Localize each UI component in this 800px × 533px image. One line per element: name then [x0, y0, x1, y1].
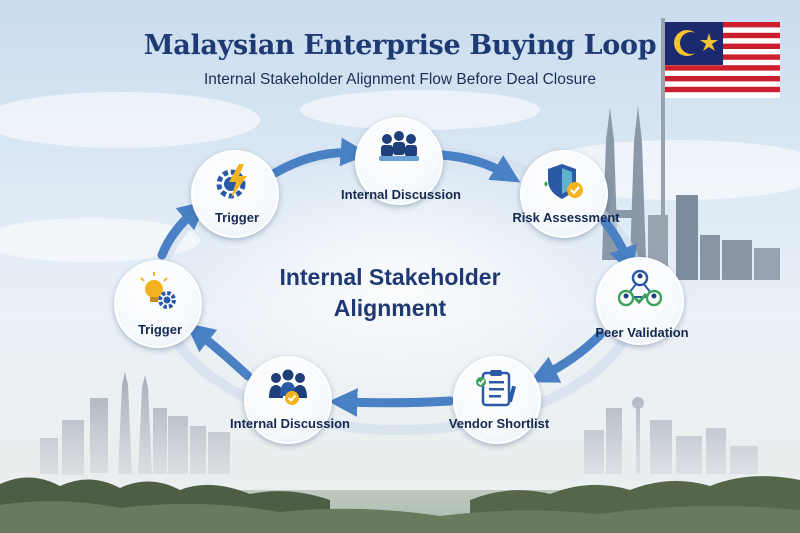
arrow-discussion-to-risk [437, 150, 521, 183]
step-label: Internal Discussion [341, 187, 461, 202]
diagram-subtitle: Internal Stakeholder Alignment Flow Befo… [203, 71, 596, 88]
step-label: Trigger [137, 322, 183, 337]
center-glow [195, 165, 595, 405]
clipboard-checklist-icon [476, 370, 517, 407]
step-internal-discussion-top: Internal Discussion [341, 117, 461, 205]
step-trigger-left: Trigger [114, 260, 202, 348]
step-label: Internal Discussion [230, 416, 350, 431]
flag-cloth [665, 22, 780, 98]
peer-network-icon [618, 269, 662, 307]
arrow-trigger-to-trigger [157, 200, 208, 260]
cycle-arrows [157, 137, 637, 417]
step-internal-discussion-bottom: Internal Discussion [230, 356, 350, 444]
gear-lightning-icon [216, 164, 247, 199]
foreground-trees [0, 476, 800, 533]
arrow-peer-to-vendor [529, 330, 605, 383]
step-label: Vendor Shortlist [448, 416, 550, 431]
malaysia-flag [661, 18, 780, 238]
clouds [0, 90, 800, 262]
step-label: Trigger [214, 210, 260, 225]
step-vendor-shortlist: Vendor Shortlist [449, 356, 549, 444]
step-peer-validation: Peer Validation [595, 257, 689, 345]
step-label: Peer Validation [595, 325, 689, 340]
diagram-title: Malaysian Enterprise Buying Loop [143, 30, 657, 61]
shield-check-icon [544, 164, 583, 199]
step-risk-assessment: Risk Assessment [512, 150, 620, 238]
step-label: Risk Assessment [512, 210, 620, 225]
arrow-vendor-to-discussion [328, 388, 455, 417]
meeting-table-icon [379, 131, 419, 161]
lightbulb-gear-icon [140, 272, 176, 309]
arrow-trigger-to-discussion [270, 137, 370, 178]
step-trigger-top: Trigger [191, 150, 279, 238]
center-label: Internal Stakeholder Alignment [279, 264, 501, 321]
arrow-discussion-to-trigger [185, 323, 253, 381]
team-check-icon [269, 369, 307, 405]
